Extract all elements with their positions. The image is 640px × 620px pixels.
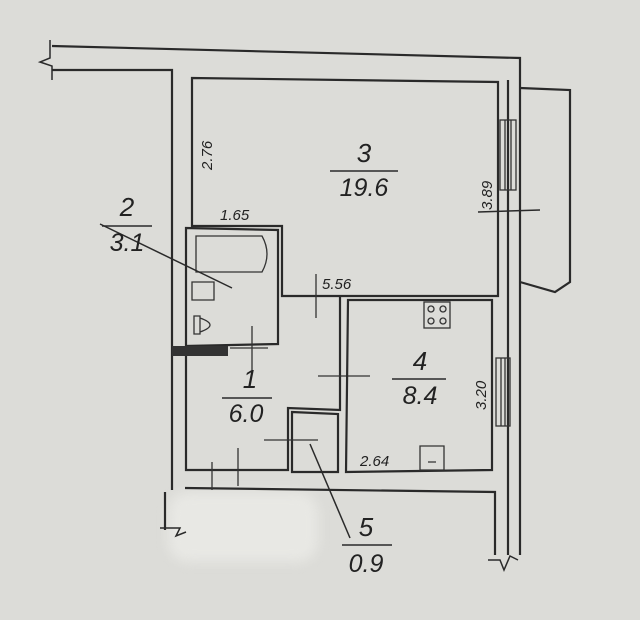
room-5-number: 5 xyxy=(359,512,374,542)
redacted-area xyxy=(168,492,318,562)
dim-kitchen-width: 2.64 xyxy=(359,453,389,470)
radiator xyxy=(172,346,228,356)
dim-room-3-width: 5.56 xyxy=(322,276,352,293)
dimension-tick xyxy=(477,209,541,213)
room-5-area: 0.9 xyxy=(349,550,384,578)
room-4-walls xyxy=(344,298,494,474)
room-3-area: 19.6 xyxy=(340,174,389,202)
room-1-area: 6.0 xyxy=(229,400,264,428)
kitchen-sink xyxy=(419,445,445,471)
room-3-walls xyxy=(190,76,500,298)
dim-kitchen-height: 3.20 xyxy=(473,380,490,410)
bathtub xyxy=(195,235,268,273)
stove xyxy=(423,301,451,329)
window-room-4 xyxy=(495,357,511,427)
dim-room-3-height: 2.76 xyxy=(199,140,216,171)
leader-room-2 xyxy=(99,223,233,289)
room-1-number: 1 xyxy=(243,364,257,394)
room-5-walls xyxy=(290,410,340,474)
leader-room-5 xyxy=(309,443,351,539)
room-2-number: 2 xyxy=(119,192,135,222)
balcony xyxy=(519,86,572,294)
room-3-number: 3 xyxy=(357,138,372,168)
room-4-area: 8.4 xyxy=(403,382,438,410)
room-1-walls xyxy=(184,296,342,472)
dim-room-3-window: 3.89 xyxy=(479,180,496,210)
room-2-walls xyxy=(184,226,280,348)
room-4-number: 4 xyxy=(413,346,427,376)
dim-bath-width: 1.65 xyxy=(220,207,250,224)
sink xyxy=(191,281,215,301)
outer-walls xyxy=(37,40,522,572)
toilet xyxy=(193,315,211,335)
window-room-3 xyxy=(499,119,517,191)
room-2-area: 3.1 xyxy=(110,229,145,257)
